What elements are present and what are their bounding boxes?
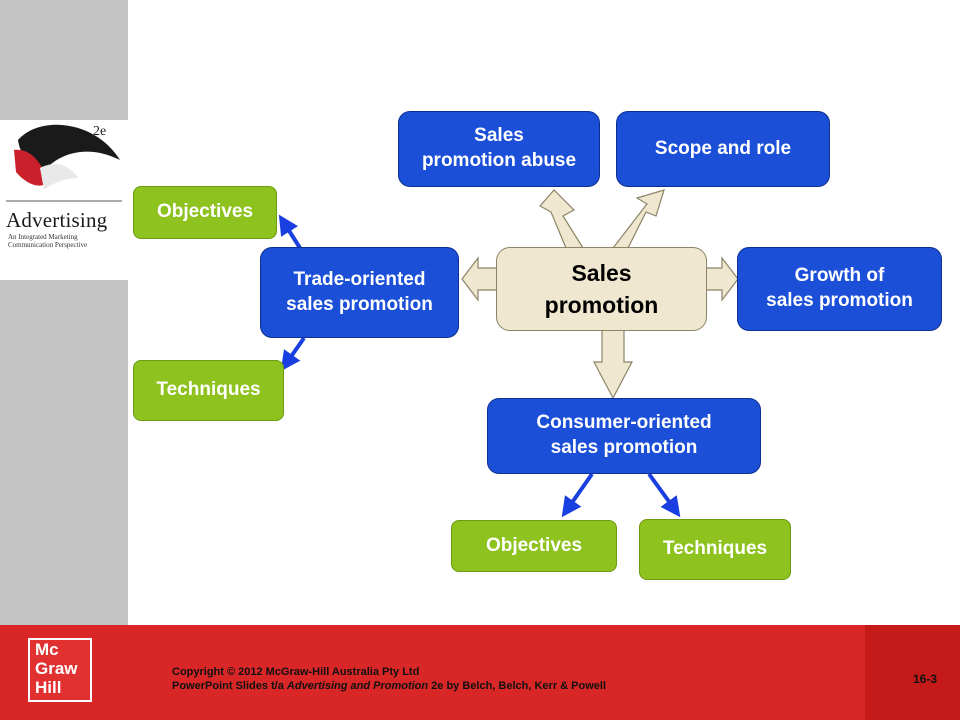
- block-arrow-left: [461, 256, 498, 302]
- slide-number: 16-3: [912, 672, 937, 686]
- diagram-connectors: [278, 189, 739, 518]
- left-sidebar-strip: 2e Advertising An Integrated Marketing C…: [0, 0, 128, 625]
- copyright-text: Copyright © 2012 McGraw-Hill Australia P…: [172, 665, 606, 693]
- footer-slide-number-panel: [865, 625, 960, 720]
- logo-line-1: Mc: [35, 640, 59, 659]
- node-trade-oriented-sales-promotion: Trade-oriented sales promotion: [260, 247, 459, 338]
- node-trade-techniques: Techniques: [133, 360, 284, 421]
- copyright-line-2-prefix: PowerPoint Slides t/a: [172, 680, 287, 692]
- arrow-to-trade-objectives: [278, 214, 302, 250]
- arrow-to-consumer-techniques: [647, 472, 681, 518]
- node-sales-promotion: Sales promotion: [496, 247, 707, 331]
- copyright-line-1: Copyright © 2012 McGraw-Hill Australia P…: [172, 666, 420, 678]
- node-trade-objectives: Objectives: [133, 186, 277, 239]
- block-arrow-up-right: [611, 189, 665, 249]
- cover-title: Advertising: [6, 208, 108, 232]
- book-cover-art: [6, 124, 122, 202]
- cover-subtitle: An Integrated Marketing Communication Pe…: [8, 233, 88, 249]
- book-cover-image: 2e Advertising An Integrated Marketing C…: [0, 120, 128, 280]
- node-scope-and-role: Scope and role: [616, 111, 830, 187]
- copyright-line-2: PowerPoint Slides t/a Advertising and Pr…: [172, 679, 606, 693]
- logo-line-3: Hill: [35, 678, 62, 697]
- node-consumer-oriented-sales-promotion: Consumer-oriented sales promotion: [487, 398, 761, 474]
- logo-line-2: Graw: [35, 659, 78, 678]
- arrow-to-trade-techniques: [280, 336, 306, 372]
- footer-bar: Mc Graw Hill Copyright © 2012 McGraw-Hil…: [0, 625, 960, 720]
- node-sales-promotion-abuse: Sales promotion abuse: [398, 111, 600, 187]
- mcgraw-hill-logo: Mc Graw Hill: [28, 638, 92, 702]
- sales-promotion-diagram: Sales promotion Sales promotion abuse Sc…: [133, 111, 942, 580]
- block-arrow-down: [593, 329, 633, 400]
- block-arrow-right: [705, 256, 739, 302]
- node-consumer-techniques: Techniques: [639, 519, 791, 580]
- arrow-to-consumer-objectives: [561, 472, 594, 518]
- node-consumer-objectives: Objectives: [451, 520, 617, 572]
- copyright-line-2-suffix: 2e by Belch, Belch, Kerr & Powell: [428, 680, 607, 692]
- block-arrow-up-left: [539, 189, 585, 249]
- node-growth-of-sales-promotion: Growth of sales promotion: [737, 247, 942, 331]
- cover-edition: 2e: [93, 124, 107, 139]
- copyright-book-title: Advertising and Promotion: [286, 680, 429, 692]
